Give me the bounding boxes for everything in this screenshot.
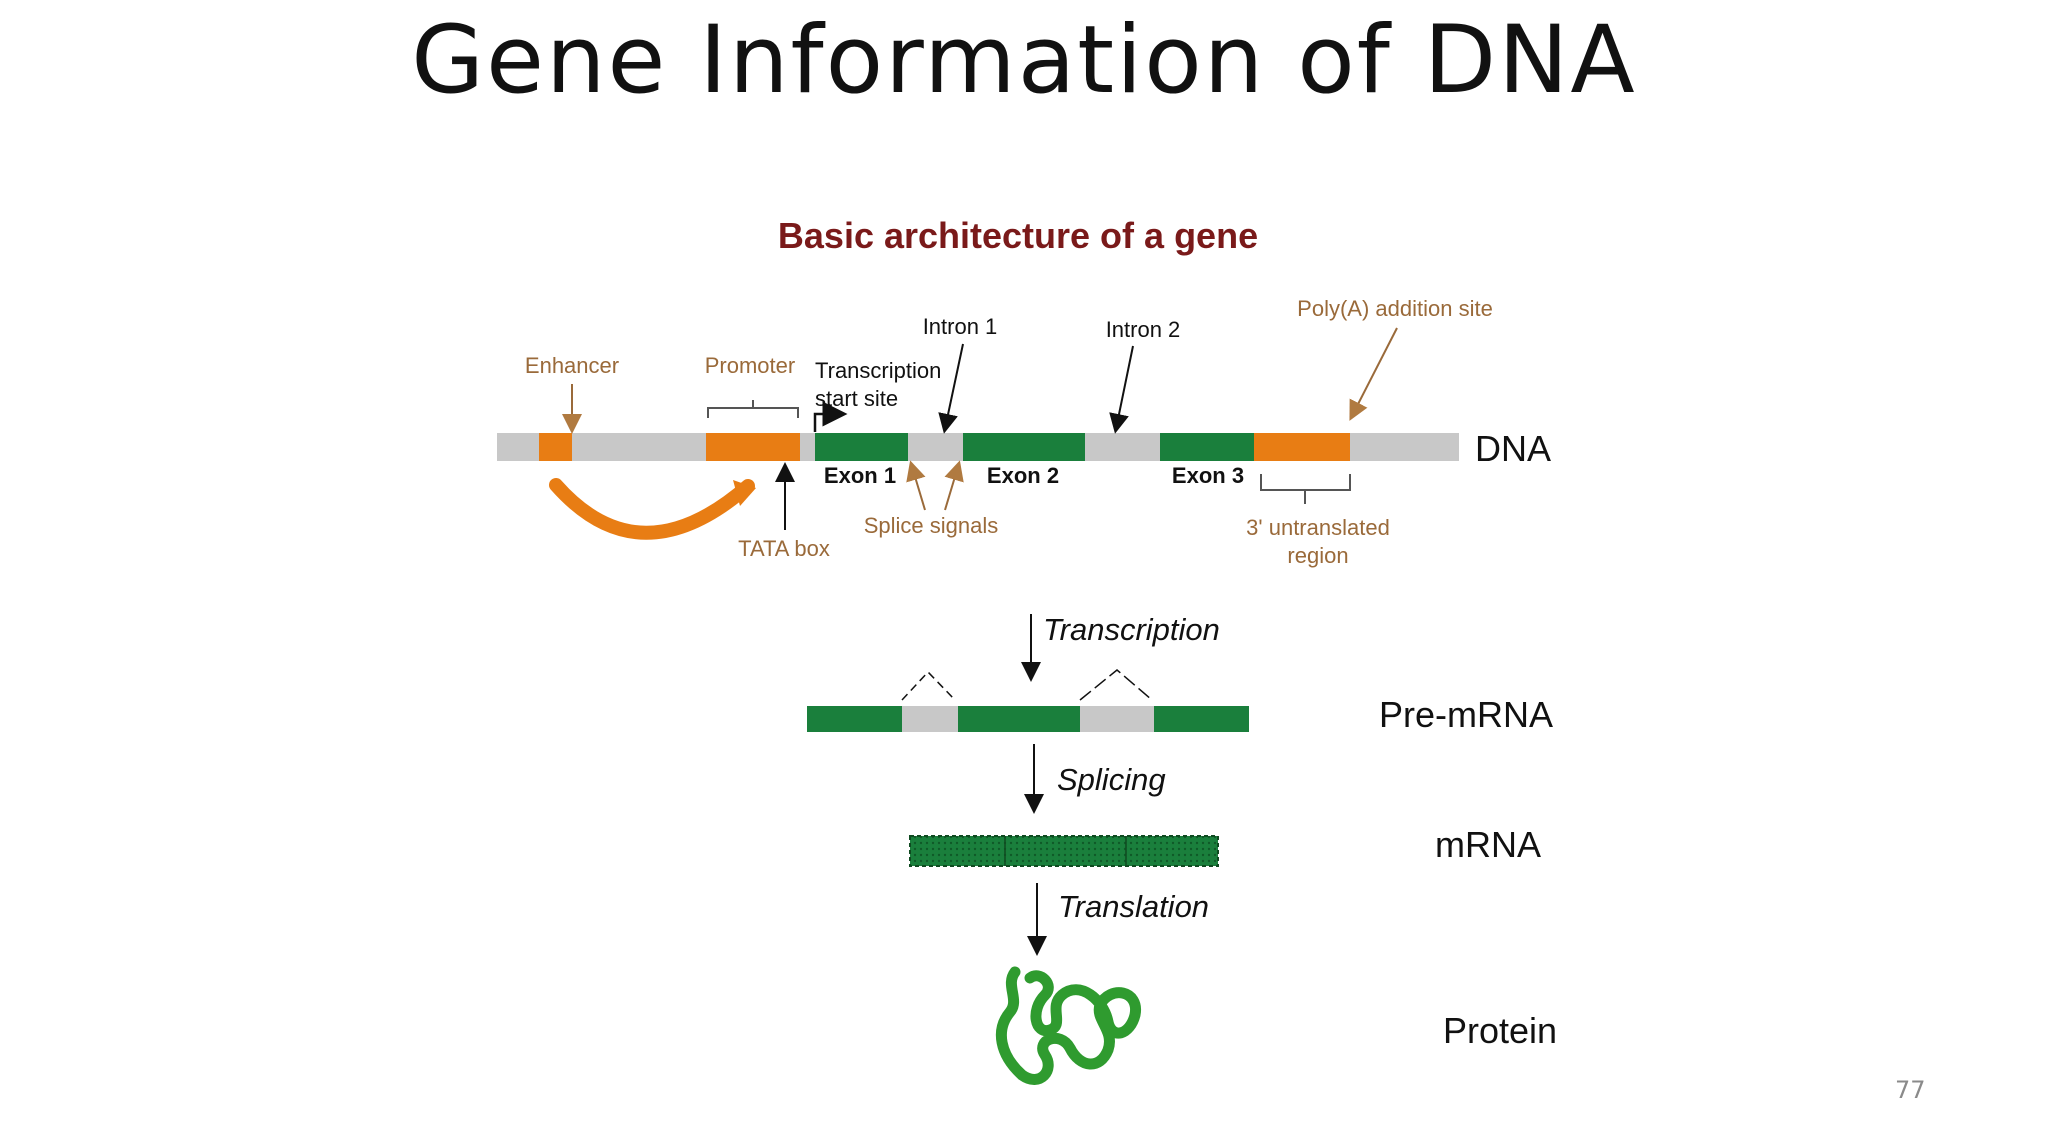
exon1-label: Exon 1: [824, 463, 896, 488]
exon1-block: [815, 433, 908, 461]
polya-label: Poly(A) addition site: [1297, 296, 1493, 321]
pre-mrna-exon1: [807, 706, 902, 732]
transcription-step-label: Transcription: [1043, 612, 1220, 647]
pre-mrna-exon2: [958, 706, 1080, 732]
transcription-start-arrow: [813, 401, 848, 432]
utr-label-line2: region: [1287, 543, 1348, 568]
enhancer-loop-arrow: [549, 478, 755, 540]
pre-mrna-label: Pre-mRNA: [1379, 694, 1553, 735]
promoter-region: [706, 433, 800, 461]
splice-loop-1: [901, 670, 956, 701]
protein-glyph: [996, 966, 1141, 1085]
dna-strand: [497, 433, 1459, 461]
exon3-block: [1160, 433, 1254, 461]
enhancer-region: [539, 433, 572, 461]
transcription-start-label-line2: start site: [815, 386, 898, 411]
mrna-label: mRNA: [1435, 824, 1541, 865]
mrna-strand: [909, 835, 1219, 867]
pre-mrna-strand: [807, 669, 1249, 732]
splice-signal-arrow-right: [944, 460, 964, 511]
enhancer-loop-arrowhead: [733, 480, 756, 506]
exon2-label: Exon 2: [987, 463, 1059, 488]
promoter-label: Promoter: [705, 353, 795, 378]
utr-bracket: [1260, 474, 1351, 504]
promoter-bracket: [707, 400, 799, 418]
utr-region: [1254, 433, 1350, 461]
page-number: 77: [1895, 1076, 1926, 1104]
tata-box-label: TATA box: [738, 536, 830, 561]
exon3-label: Exon 3: [1172, 463, 1244, 488]
enhancer-label: Enhancer: [525, 353, 619, 378]
pre-mrna-exon3: [1154, 706, 1249, 732]
intron2-arrow: [1109, 345, 1134, 434]
splicing-step-label: Splicing: [1057, 762, 1166, 797]
translation-step-label: Translation: [1058, 889, 1209, 924]
intron2-label: Intron 2: [1106, 317, 1181, 342]
dna-label: DNA: [1475, 428, 1551, 469]
polya-arrow: [1349, 327, 1398, 421]
exon2-block: [963, 433, 1085, 461]
mrna-bar: [909, 835, 1219, 867]
utr-label-line1: 3' untranslated: [1246, 515, 1390, 540]
transcription-start-label-line1: Transcription: [815, 358, 941, 383]
diagram-title: Basic architecture of a gene: [778, 215, 1258, 256]
intron1-label: Intron 1: [923, 314, 998, 339]
slide-title: Gene Information of DNA: [411, 6, 1637, 115]
protein-label: Protein: [1443, 1010, 1557, 1051]
splice-signals-label: Splice signals: [864, 513, 999, 538]
intron1-arrow: [938, 343, 964, 434]
splice-loop-2: [1079, 669, 1153, 701]
splice-signal-arrow-left: [906, 460, 926, 511]
